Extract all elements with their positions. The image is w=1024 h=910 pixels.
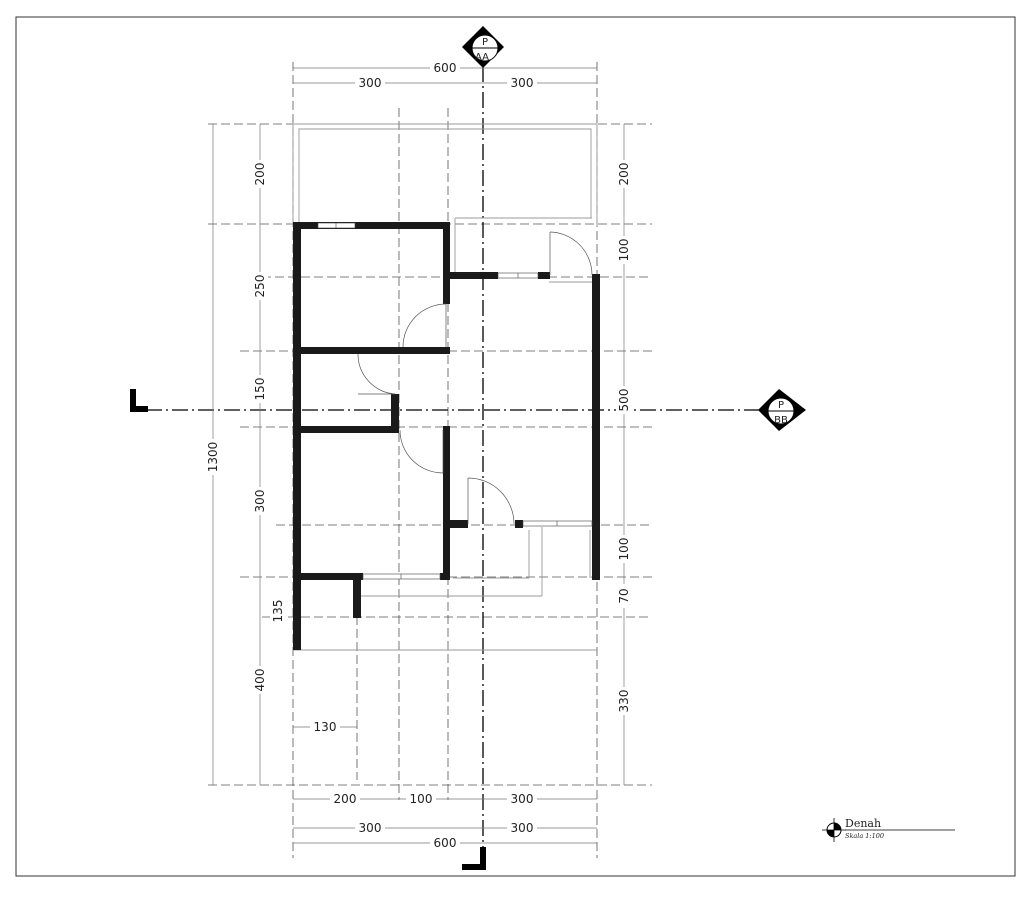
dim-bottom2-300-right: 300 bbox=[511, 821, 534, 835]
walls bbox=[293, 222, 600, 650]
section-bb-code: BB bbox=[774, 415, 788, 426]
dim-right-100a: 100 bbox=[617, 239, 631, 262]
drawing-scale: Skala 1:100 bbox=[845, 832, 884, 840]
windows bbox=[317, 222, 593, 580]
dim-left-200: 200 bbox=[253, 163, 267, 186]
section-marker-aa: P AA bbox=[462, 26, 504, 68]
dimension-lines bbox=[212, 67, 625, 844]
dim-right-100b: 100 bbox=[617, 538, 631, 561]
title-block: Denah Skala 1:100 bbox=[822, 817, 955, 842]
dim-right-330: 330 bbox=[617, 690, 631, 713]
dim-bottom-600: 600 bbox=[434, 836, 457, 850]
section-cut-markers bbox=[130, 389, 486, 870]
dim-right-200: 200 bbox=[617, 163, 631, 186]
section-aa-letter: P bbox=[482, 37, 488, 48]
dimension-labels: 600 300 300 200 250 150 300 135 400 1300… bbox=[205, 61, 632, 850]
dim-left-150: 150 bbox=[253, 378, 267, 401]
door-swings bbox=[357, 231, 593, 525]
outline-lines bbox=[292, 123, 598, 651]
grid-lines bbox=[208, 62, 652, 858]
sheet-border bbox=[15, 16, 1016, 877]
drawing-title: Denah bbox=[845, 817, 881, 830]
section-aa-code: AA bbox=[475, 52, 489, 63]
dim-right-500: 500 bbox=[617, 389, 631, 412]
dim-top-300-left: 300 bbox=[359, 76, 382, 90]
dim-top-300-right: 300 bbox=[511, 76, 534, 90]
section-bb-letter: P bbox=[778, 400, 784, 411]
dim-bottom2-300-left: 300 bbox=[359, 821, 382, 835]
dim-inner-130: 130 bbox=[314, 720, 337, 734]
section-marker-bb: P BB bbox=[758, 389, 806, 431]
dim-left-400: 400 bbox=[253, 669, 267, 692]
dim-top-600: 600 bbox=[434, 61, 457, 75]
dim-right-70: 70 bbox=[617, 588, 631, 603]
dim-left-135: 135 bbox=[271, 600, 285, 623]
dim-left-1300: 1300 bbox=[206, 442, 220, 473]
dim-left-250: 250 bbox=[253, 275, 267, 298]
dim-bottom-100: 100 bbox=[410, 792, 433, 806]
dim-bottom-300-right: 300 bbox=[511, 792, 534, 806]
dim-left-300: 300 bbox=[253, 490, 267, 513]
dim-bottom-200: 200 bbox=[334, 792, 357, 806]
